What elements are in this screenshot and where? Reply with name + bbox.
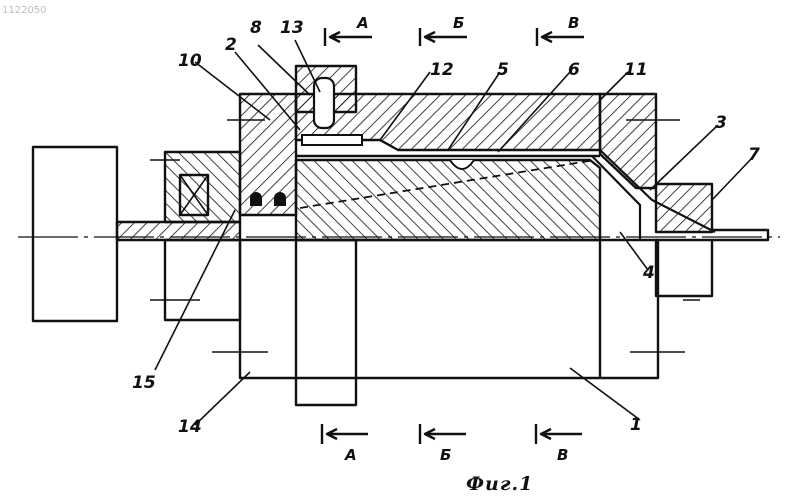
ring-part xyxy=(296,240,356,405)
flange-7 xyxy=(656,184,712,232)
label-6: 6 xyxy=(568,60,580,80)
section-marks-top: А Б В xyxy=(325,14,584,46)
body-block-10 xyxy=(240,94,296,215)
label-13: 13 xyxy=(280,18,304,38)
label-12: 12 xyxy=(430,60,454,80)
label-11: 11 xyxy=(624,60,648,80)
label-3: 3 xyxy=(715,113,727,133)
section-top-b: Б xyxy=(453,14,464,32)
label-4: 4 xyxy=(642,263,655,283)
label-2: 2 xyxy=(225,35,237,55)
section-bottom-b: Б xyxy=(440,446,451,464)
label-1: 1 xyxy=(630,415,642,435)
bearing-housing xyxy=(165,152,240,222)
section-bottom-a: А xyxy=(344,446,357,464)
section-bottom-v: В xyxy=(557,446,568,464)
left-pulley xyxy=(33,147,117,321)
label-8: 8 xyxy=(250,18,262,38)
label-14: 14 xyxy=(178,417,202,437)
label-15: 15 xyxy=(132,373,156,393)
label-7: 7 xyxy=(748,145,760,165)
rotor xyxy=(296,160,600,240)
figure-caption: Фиг.1 xyxy=(466,473,533,495)
section-top-v: В xyxy=(568,14,579,32)
body-lower xyxy=(240,240,658,378)
section-marks-bottom: А Б В xyxy=(322,424,582,464)
label-10: 10 xyxy=(178,51,202,71)
watermark: 1122050 xyxy=(2,5,47,16)
label-5: 5 xyxy=(497,60,509,80)
channel-plate xyxy=(302,135,362,145)
lower-flange xyxy=(165,240,240,320)
section-top-a: А xyxy=(356,14,369,32)
